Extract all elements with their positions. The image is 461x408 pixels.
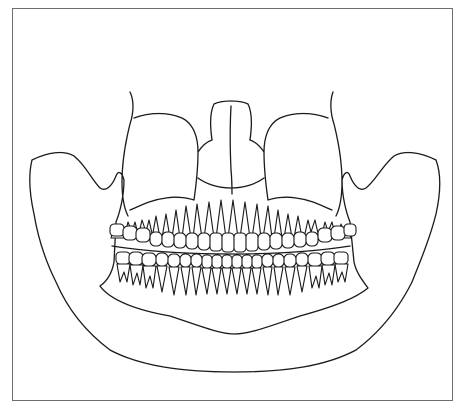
lower-teeth: [117, 264, 348, 295]
nasal-septum: [230, 106, 232, 194]
left-nasal-line: [122, 92, 133, 216]
palate-curve: [198, 178, 264, 188]
right-nasal-line: [331, 92, 342, 216]
left-sinus-outline: [130, 114, 198, 211]
left-inner-curve: [198, 140, 212, 152]
right-inner-curve: [250, 140, 264, 152]
right-sinus-outline: [264, 114, 332, 211]
